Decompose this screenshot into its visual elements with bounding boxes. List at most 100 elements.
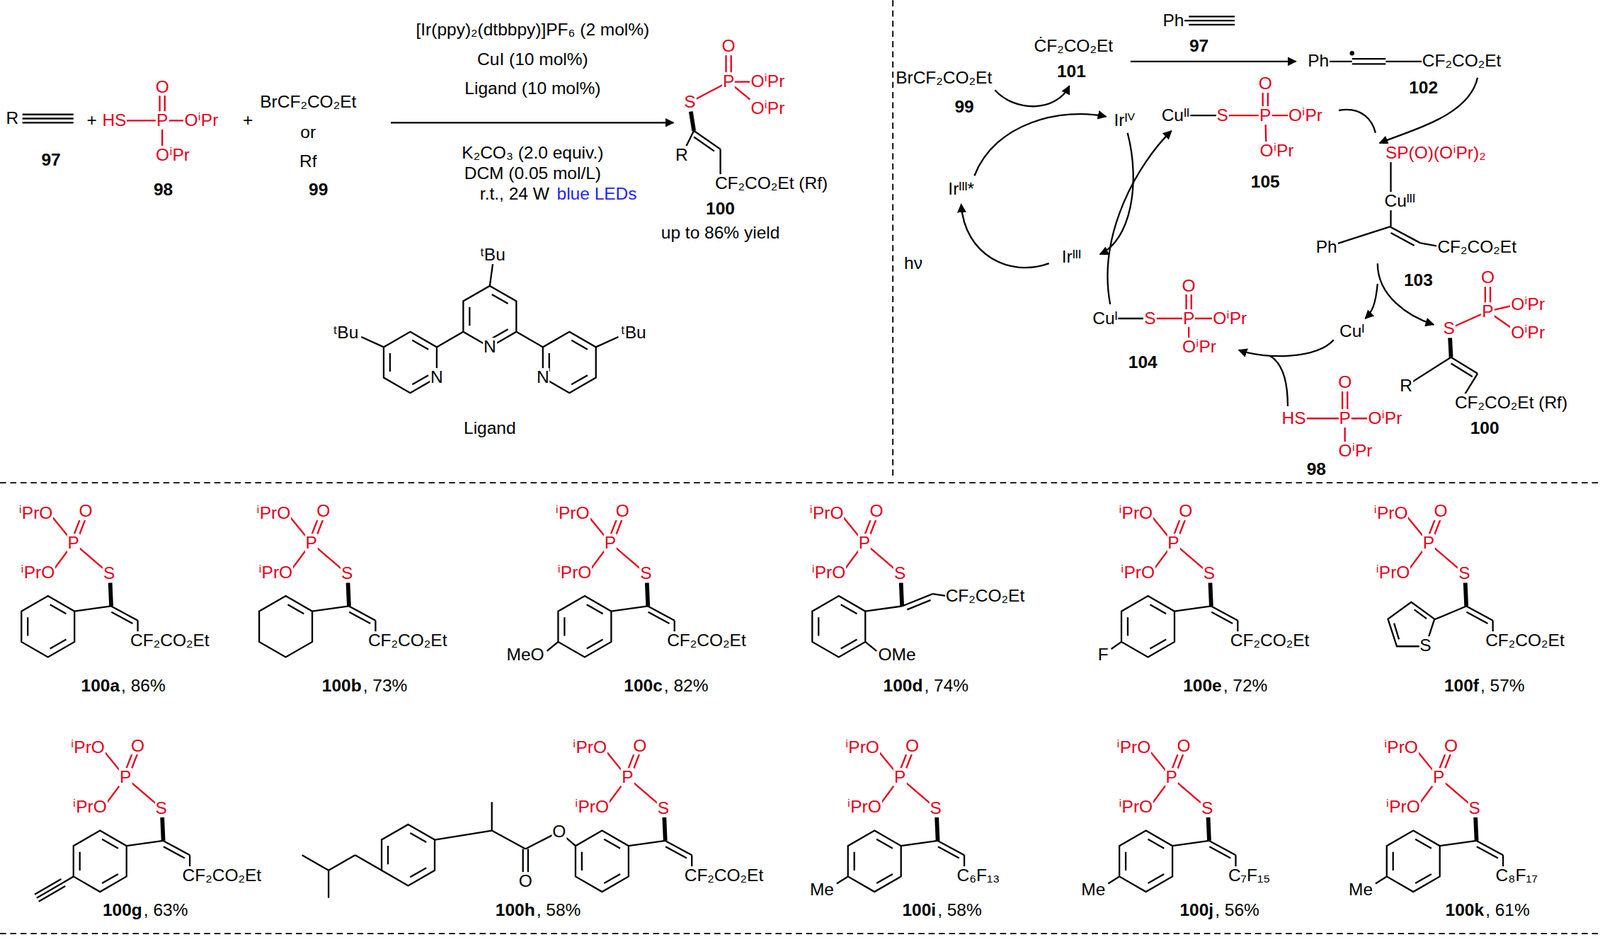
cycle-bonds	[1188, 24, 1235, 26]
scheme-text: or	[299, 123, 317, 143]
terpyridine-ligand	[383, 332, 437, 393]
scheme-text: Cuᴵᴵᴵ	[1383, 191, 1416, 211]
scheme-text: CF₂CO₂Et (Rf)	[1454, 393, 1569, 413]
atom-label: OⁱPr	[749, 99, 786, 118]
cycle-arrows	[1107, 130, 1172, 305]
atom-label: S	[1442, 319, 1456, 338]
scheme-text: N	[429, 368, 444, 387]
compound-number: 100c	[623, 676, 664, 696]
terpyridine-ligand	[596, 336, 619, 347]
scheme-text: R	[1398, 376, 1414, 396]
substrate-structures	[110, 582, 139, 636]
substrate-structures	[1208, 817, 1237, 871]
compound-number: 102	[1408, 78, 1439, 97]
substrate-structures	[1172, 841, 1210, 847]
scheme-text: C₈F₁₇	[1495, 866, 1540, 885]
scheme-text: Ligand (10 mol%)	[463, 80, 602, 99]
atom-label: ⁱPrO	[1117, 504, 1154, 523]
atom-label: O	[518, 872, 534, 891]
scheme-text: C₆F₁₃	[956, 866, 1002, 885]
reaction-scheme-bonds	[690, 111, 694, 131]
scheme-text: Ph	[1306, 52, 1330, 71]
atom-label: OⁱPr	[1510, 323, 1546, 342]
substrate-structures	[21, 510, 1504, 902]
compound-number: 97	[1188, 36, 1210, 56]
scheme-text: CuI (10 mol%)	[476, 50, 590, 69]
cycle-bonds	[1352, 63, 1387, 65]
atom-label: SP(O)(OⁱPr)₂	[1384, 143, 1487, 163]
substrate-structures	[355, 855, 382, 871]
compound-number: 98	[152, 180, 174, 199]
yield-text: , 86%	[120, 676, 167, 696]
scheme-text: BrCF₂CO₂Et	[259, 92, 357, 112]
scheme-text: CF₂CO₂Et	[1229, 631, 1311, 650]
terpyridine-ligand	[543, 332, 597, 393]
reaction-scheme-bonds	[22, 111, 721, 182]
atom-label: OⁱPr	[1287, 106, 1324, 125]
scheme-text: Ligand	[463, 419, 517, 438]
atom-label: P	[1422, 533, 1436, 553]
scheme-text: BrCF₂CO₂Et	[894, 68, 993, 88]
substrate-structures	[492, 831, 527, 850]
cycle-bonds	[1449, 337, 1451, 357]
atom-label: ⁱPrO	[809, 504, 845, 523]
atom-label: ⁱPrO	[1115, 739, 1152, 758]
compound-number: 100f	[1443, 676, 1480, 696]
yield-text: , 58%	[535, 901, 582, 920]
divider-lines	[892, 0, 894, 478]
atom-label: O	[1433, 501, 1449, 521]
atom-label: ⁱPrO	[572, 739, 608, 758]
substrate-structures	[1435, 606, 1467, 620]
yield-text: , 72%	[1222, 676, 1269, 696]
atom-label: P	[1481, 302, 1494, 321]
atom-label: ⁱPrO	[810, 563, 847, 582]
substrate-structures	[34, 879, 61, 895]
substrate-structures	[162, 817, 190, 871]
substrate-structures	[491, 802, 493, 831]
yield-text: , 61%	[1484, 901, 1531, 920]
atom-label: OⁱPr	[1338, 441, 1374, 461]
atom-label: ⁱPrO	[1373, 504, 1409, 523]
atom-label: P	[304, 533, 318, 553]
reaction-scheme-bonds	[22, 117, 74, 119]
substrate-structures	[865, 606, 902, 611]
atom-label: O	[130, 736, 146, 756]
compound-number: 104	[1127, 353, 1159, 372]
compound-number: 97	[40, 150, 61, 170]
substrate-structures	[73, 831, 127, 893]
substrate-structures	[381, 824, 435, 886]
yield-text: , 73%	[362, 676, 409, 696]
cycle-arrows	[961, 61, 1478, 407]
substrate-structures	[1174, 606, 1212, 611]
atom-label: O	[1181, 276, 1197, 296]
atom-label: P	[893, 768, 907, 787]
substrate-structures	[1111, 642, 1122, 650]
atom-label: HS	[1281, 409, 1307, 428]
atom-label: P	[67, 533, 80, 553]
atom-label: ⁱPrO	[70, 739, 106, 758]
scheme-text: CF₂CO₂Et (Rf)	[714, 174, 829, 194]
atom-label: F	[1097, 645, 1110, 665]
atom-label: S	[102, 564, 116, 583]
cycle-bonds	[1105, 16, 1478, 400]
divider-lines	[0, 933, 1600, 935]
cycle-arrows	[1379, 77, 1478, 144]
atom-label: P	[1164, 768, 1178, 787]
atom-label: O	[1178, 501, 1193, 521]
substrate-structures	[312, 606, 350, 611]
atom-label: O	[869, 501, 885, 521]
atom-label: P	[1166, 533, 1180, 553]
scheme-text: Rf	[298, 152, 318, 171]
compound-number: 100d	[882, 676, 924, 696]
scheme-text: Cuᴵᴵ	[1161, 106, 1191, 125]
yield-text: , 63%	[143, 901, 190, 920]
substrate-structures	[328, 855, 355, 871]
scheme-text: ĊF₂CO₂Et	[1032, 36, 1114, 56]
atom-label: O	[904, 736, 920, 756]
compound-number: 101	[1056, 62, 1087, 81]
substrate-structures	[647, 582, 675, 636]
scheme-text: Cuᴵ	[1091, 309, 1118, 328]
atom-label: S	[656, 799, 670, 818]
